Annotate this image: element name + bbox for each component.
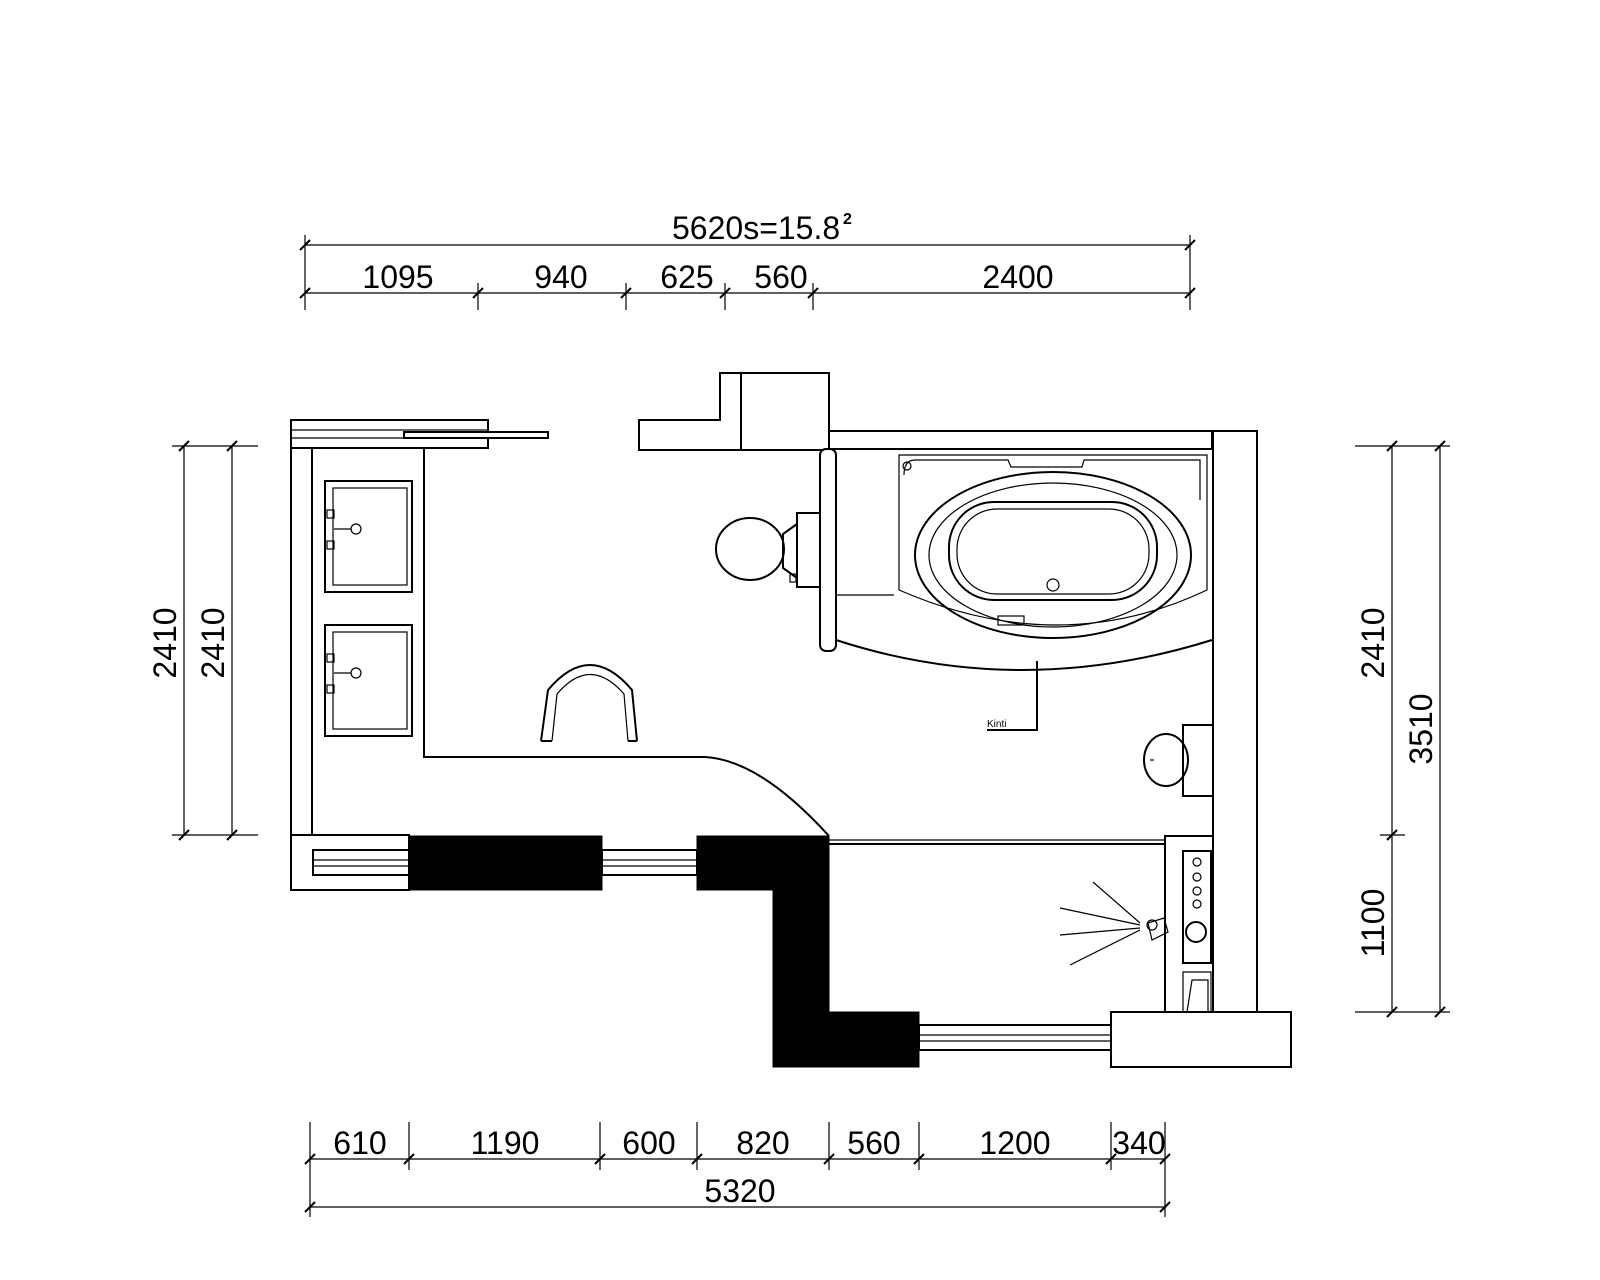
solid-wall-sections xyxy=(408,835,920,1068)
top-dim-5: 2400 xyxy=(982,259,1053,295)
sink-upper xyxy=(324,480,413,593)
bottom-dim-1: 610 xyxy=(333,1125,386,1161)
bottom-dim-5: 560 xyxy=(847,1125,900,1161)
bottom-dimension-chain: 610 1190 600 820 560 1200 340 5320 xyxy=(304,1122,1171,1217)
wall-fixture-right xyxy=(1143,724,1214,797)
right-dim-upper: 2410 xyxy=(1355,607,1391,678)
left-dim-outer: 2410 xyxy=(147,607,183,678)
windows xyxy=(312,849,1112,1051)
right-dim-lower: 1100 xyxy=(1355,889,1391,958)
callout-label: Kinti xyxy=(987,719,1006,730)
bottom-dim-6: 1200 xyxy=(979,1125,1050,1161)
vanity-counter xyxy=(324,449,830,837)
top-dim-4: 560 xyxy=(754,259,807,295)
shower-head-icon xyxy=(1059,881,1169,966)
bathtub-area: Kinti xyxy=(819,448,1213,731)
right-dimension-chain: 2410 1100 3510 xyxy=(1355,440,1450,1018)
bathtub xyxy=(898,454,1208,639)
left-dimension-chain: 2410 2410 xyxy=(147,440,258,841)
callout-leader: Kinti xyxy=(987,661,1038,731)
right-dim-total: 3510 xyxy=(1403,693,1439,764)
top-dim-1: 1095 xyxy=(362,259,433,295)
shower-area xyxy=(829,835,1214,1013)
bottom-dim-4: 820 xyxy=(736,1125,789,1161)
top-dim-2: 940 xyxy=(534,259,587,295)
sink-lower xyxy=(324,624,413,737)
left-dim-inner: 2410 xyxy=(195,607,231,678)
area-superscript: 2 xyxy=(843,211,852,228)
overall-bottom-dimension: 5320 xyxy=(704,1173,775,1209)
toilet xyxy=(715,512,821,588)
vanity-chair xyxy=(540,664,638,742)
bottom-dim-7: 340 xyxy=(1112,1125,1165,1161)
bottom-dim-3: 600 xyxy=(622,1125,675,1161)
overall-top-dimension: 5620s=15.8 xyxy=(672,210,840,246)
walls xyxy=(290,372,1292,1068)
shower-control-panel xyxy=(1182,850,1212,1013)
bottom-dim-2: 1190 xyxy=(471,1125,540,1161)
top-dimension-chain: 5620s=15.8 2 1095 940 625 560 2400 xyxy=(299,210,1196,310)
top-dim-3: 625 xyxy=(660,259,713,295)
